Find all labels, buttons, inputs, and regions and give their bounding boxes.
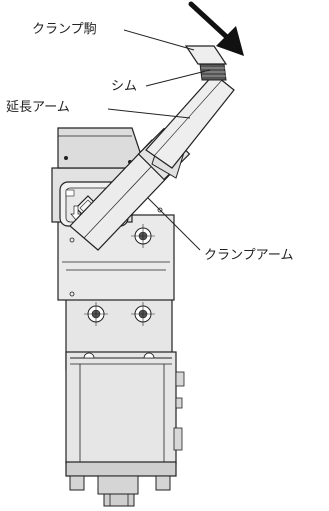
leader-shim bbox=[145, 69, 211, 87]
bolt-icon bbox=[131, 302, 155, 326]
label-shim: シム bbox=[111, 79, 137, 94]
label-clamp-pad: クランプ駒 bbox=[32, 22, 97, 37]
leader-lines bbox=[107, 29, 211, 251]
leader-extension-arm bbox=[107, 108, 191, 119]
bolt-icon bbox=[84, 302, 108, 326]
bolt-icon bbox=[131, 224, 155, 248]
label-extension-arm: 延長アーム bbox=[6, 100, 70, 115]
label-clamp-arm: クランプアーム bbox=[204, 248, 293, 263]
shim bbox=[199, 63, 227, 81]
leader-clamp-arm bbox=[147, 197, 201, 251]
clamp-pad bbox=[184, 45, 228, 65]
arrow-down-right-icon bbox=[188, 1, 244, 56]
cylinder-body bbox=[65, 281, 185, 507]
leader-clamp-pad bbox=[123, 29, 195, 51]
